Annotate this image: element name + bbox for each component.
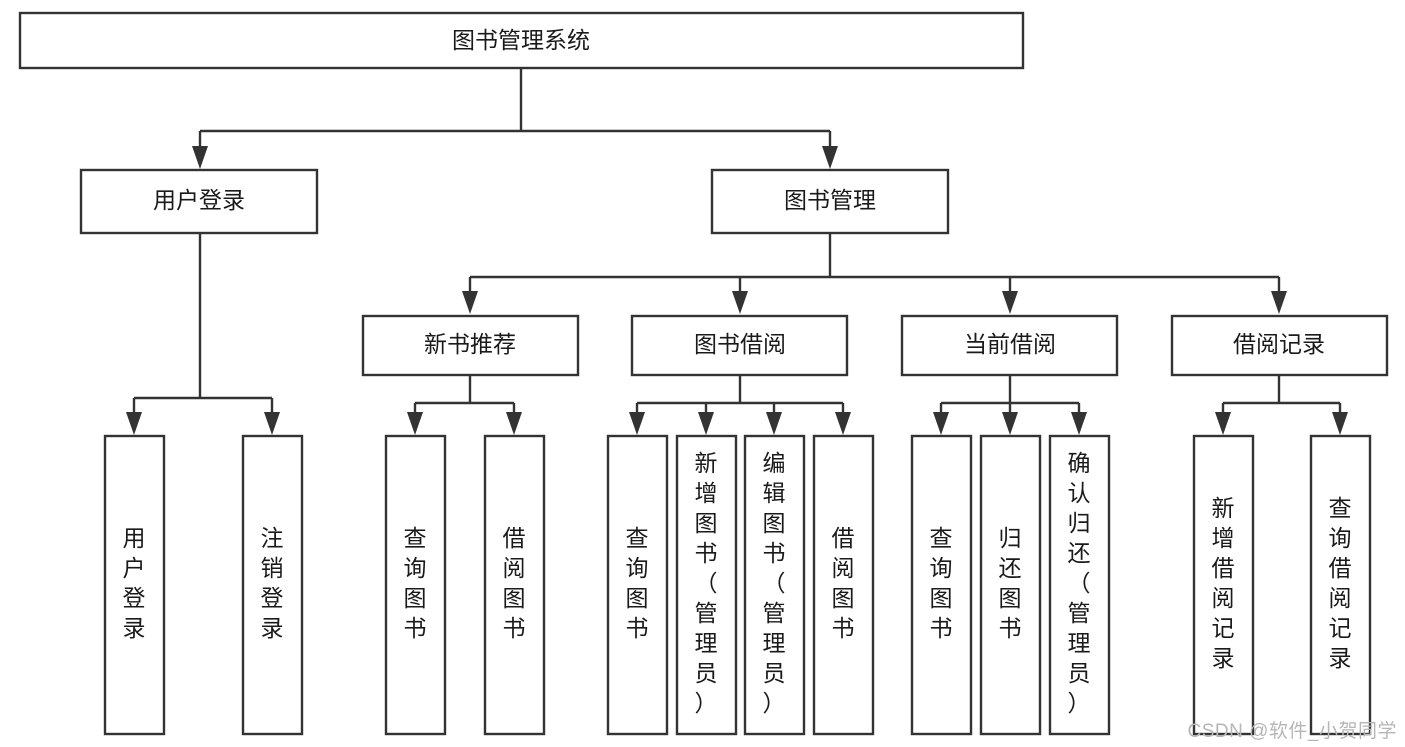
node-leaf-borrow-book-1[interactable]: 借阅图书 [483,434,546,736]
arrow-to-leaf-user-logout [264,412,280,435]
node-user-login-box[interactable] [79,168,319,235]
node-borrow-record-label: 借阅记录 [1233,331,1325,357]
node-root[interactable]: 图书管理系统 [18,11,1025,70]
arrow-to-leaf-confirm-return [1071,412,1087,435]
node-user-login-label: 用户登录 [153,187,245,213]
arrow-to-leaf-query-book-2 [629,412,645,435]
node-current-borrow-box[interactable] [900,314,1119,377]
node-user-login[interactable]: 用户登录 [79,168,319,235]
arrow-to-leaf-query-book-3 [933,412,949,435]
csdn-watermark: CSDN @软件_小贺同学 [1187,721,1397,742]
connector-new-book-recommend-trunk [413,375,516,418]
node-current-borrow[interactable]: 当前借阅 [900,314,1119,377]
node-leaf-query-record-box[interactable] [1309,434,1372,736]
node-leaf-query-book-3-box[interactable] [910,434,973,736]
node-leaf-borrow-book-2[interactable]: 借阅图书 [812,434,875,736]
node-leaf-edit-book[interactable]: 编辑图书（管理员） [743,434,806,736]
node-book-manage-box[interactable] [710,168,950,235]
node-new-book-recommend-box[interactable] [361,314,580,377]
arrow-to-leaf-borrow-book-1 [506,412,522,435]
connector-book-borrow-trunk [635,375,845,418]
node-leaf-user-login-label: 用户登录 [123,525,146,641]
arrow-to-new-book-recommend [462,291,478,314]
node-book-borrow-label: 图书借阅 [694,331,786,357]
connectors-layer [126,68,1348,435]
connector-book-manage-trunk [468,233,1281,296]
connector-borrow-record-trunk [1221,375,1342,418]
node-leaf-user-login-box[interactable] [103,434,166,736]
node-leaf-user-login[interactable]: 用户登录 [103,434,166,736]
arrow-to-leaf-return-book [1002,412,1018,435]
node-leaf-return-book[interactable]: 归还图书 [979,434,1042,736]
node-leaf-query-book-2[interactable]: 查询图书 [606,434,669,736]
node-leaf-return-book-label: 归还图书 [999,525,1022,641]
node-book-borrow-box[interactable] [630,314,849,377]
node-leaf-add-record[interactable]: 新增借阅记录 [1192,434,1255,736]
node-leaf-query-book-1-label: 查询图书 [404,525,427,641]
node-book-borrow[interactable]: 图书借阅 [630,314,849,377]
node-leaf-add-record-box[interactable] [1192,434,1255,736]
node-new-book-recommend[interactable]: 新书推荐 [361,314,580,377]
node-root-label: 图书管理系统 [452,27,590,53]
node-leaf-confirm-return[interactable]: 确认归还（管理员） [1048,434,1111,736]
node-leaf-user-logout-box[interactable] [241,434,304,736]
connector-root-trunk [198,68,832,152]
arrow-to-book-borrow [732,291,748,314]
node-borrow-record-box[interactable] [1170,314,1389,377]
node-leaf-query-record[interactable]: 查询借阅记录 [1309,434,1372,736]
node-leaf-query-book-3[interactable]: 查询图书 [910,434,973,736]
node-borrow-record[interactable]: 借阅记录 [1170,314,1389,377]
connector-user-login-trunk [132,233,274,418]
connector-current-borrow-trunk [939,375,1081,418]
arrow-to-book-manage [822,146,838,169]
node-new-book-recommend-label: 新书推荐 [424,331,516,357]
node-leaf-borrow-book-2-box[interactable] [812,434,875,736]
node-leaf-return-book-box[interactable] [979,434,1042,736]
node-leaf-borrow-book-1-label: 借阅图书 [503,525,526,641]
node-leaf-query-record-label: 查询借阅记录 [1329,495,1352,671]
arrow-to-borrow-record [1271,291,1287,314]
arrow-to-leaf-edit-book [766,412,782,435]
node-book-manage[interactable]: 图书管理 [710,168,950,235]
node-leaf-query-book-1[interactable]: 查询图书 [384,434,447,736]
node-leaf-edit-book-label: 编辑图书（管理员） [763,450,786,716]
arrow-to-leaf-borrow-book-2 [835,412,851,435]
node-root-box[interactable] [18,11,1025,70]
node-book-manage-label: 图书管理 [784,187,876,213]
node-leaf-edit-book-box[interactable] [743,434,806,736]
arrow-to-leaf-add-book [698,412,714,435]
arrow-to-leaf-user-login [126,412,142,435]
node-leaf-borrow-book-1-box[interactable] [483,434,546,736]
node-leaf-query-book-1-box[interactable] [384,434,447,736]
node-leaf-query-book-3-label: 查询图书 [930,525,953,641]
node-current-borrow-label: 当前借阅 [964,331,1056,357]
node-leaf-user-logout-label: 注销登录 [261,525,284,641]
node-leaf-add-record-label: 新增借阅记录 [1212,495,1235,671]
node-leaf-user-logout[interactable]: 注销登录 [241,434,304,736]
node-leaf-add-book-box[interactable] [675,434,738,736]
node-leaf-confirm-return-box[interactable] [1048,434,1111,736]
arrow-to-leaf-query-record [1332,412,1348,435]
node-leaf-confirm-return-label: 确认归还（管理员） [1068,450,1091,716]
node-leaf-add-book[interactable]: 新增图书（管理员） [675,434,738,736]
arrow-to-user-login [192,146,208,169]
arrow-to-current-borrow [1002,291,1018,314]
arrow-to-leaf-query-book-1 [407,412,423,435]
node-leaf-query-book-2-box[interactable] [606,434,669,736]
node-leaf-add-book-label: 新增图书（管理员） [695,450,718,716]
node-leaf-borrow-book-2-label: 借阅图书 [832,525,855,641]
arrow-to-leaf-add-record [1215,412,1231,435]
node-leaf-query-book-2-label: 查询图书 [626,525,649,641]
